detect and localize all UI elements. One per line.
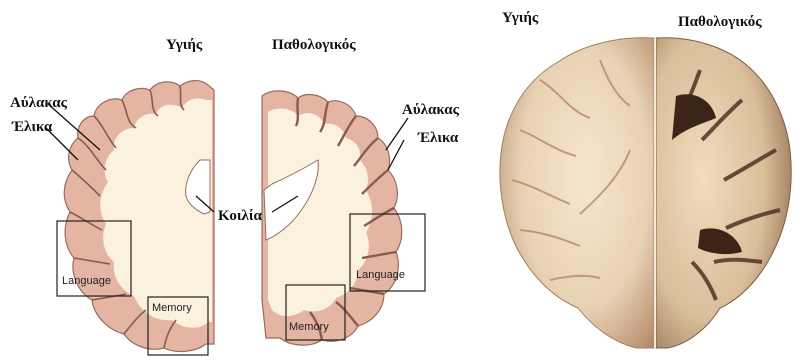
pathological-sulcus-label: Αύλακας [402, 102, 459, 119]
photo-comparison: Υγιής Παθολογικός [480, 0, 802, 361]
healthy-brain-photo [500, 38, 654, 348]
photo-healthy-title: Υγιής [502, 10, 538, 27]
ventricle-label: Κοιλία [218, 208, 262, 225]
pathological-gyrus-label: Έλικα [418, 130, 458, 147]
schematic-comparison: Υγιής Παθολογικός Αύλακας Έλικα Αύλακας … [0, 0, 480, 361]
healthy-title: Υγιής [166, 37, 202, 54]
healthy-language-label: Language [62, 275, 111, 287]
healthy-gyrus-label: Έλικα [12, 119, 52, 136]
brain-photo-illustration [480, 0, 802, 361]
pathological-memory-label: Memory [289, 321, 329, 333]
pathological-title: Παθολογικός [272, 37, 356, 54]
healthy-sulcus-label: Αύλακας [10, 95, 67, 112]
pathological-hemisphere [262, 91, 402, 345]
pathological-language-label: Language [356, 269, 405, 281]
schematic-brain-sections [0, 0, 480, 361]
photo-pathological-title: Παθολογικός [678, 14, 762, 31]
healthy-memory-label: Memory [152, 302, 192, 314]
pathological-brain-photo [656, 38, 791, 348]
